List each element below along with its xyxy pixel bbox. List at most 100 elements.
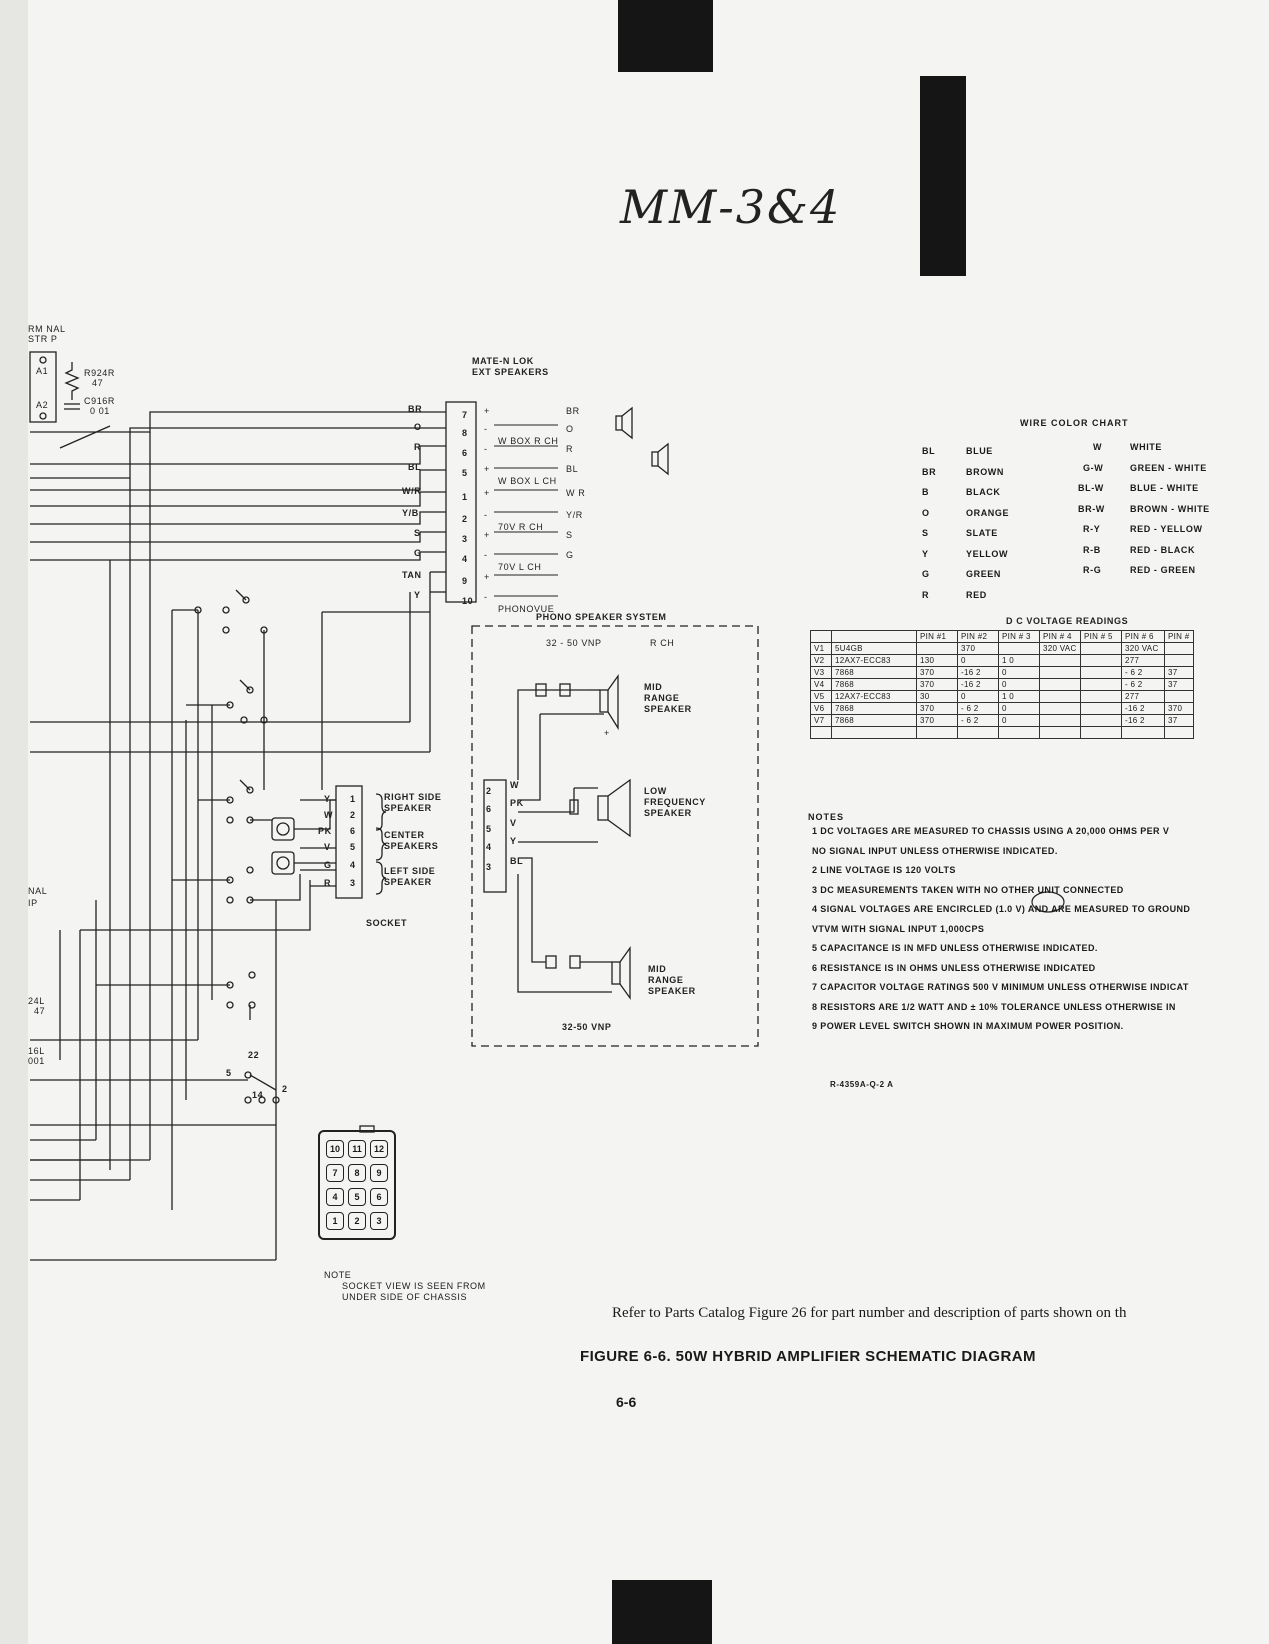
right-side-speaker-1: RIGHT SIDE: [384, 792, 442, 802]
mid-top-2: RANGE: [644, 693, 680, 703]
mid-top-1: MID: [644, 682, 663, 692]
ext-right-wire-label: G: [566, 550, 574, 560]
wire-color-name: SLATE: [966, 528, 998, 538]
note-item: 8 RESISTORS ARE 1/2 WATT AND ± 10% TOLER…: [812, 1001, 1176, 1012]
ext-channel-label: W BOX R CH: [498, 436, 559, 446]
c916r-label: C916R: [84, 396, 116, 406]
scan-edge-shadow: [0, 0, 28, 1644]
figure-title: FIGURE 6-6. 50W HYBRID AMPLIFIER SCHEMAT…: [580, 1348, 1036, 1365]
dc-voltage-cell: V6: [810, 702, 832, 715]
wire-color-code: R-Y: [1083, 524, 1101, 534]
dc-voltage-cell: V3: [810, 666, 832, 679]
dc-voltage-cell: - 6 2: [1121, 666, 1165, 679]
switch-label-14: 14: [252, 1090, 264, 1100]
ext-right-wire-label: BR: [566, 406, 580, 416]
dc-voltage-row: [810, 726, 1194, 739]
ext-pin-wire-label: W/R: [402, 486, 422, 496]
dc-voltage-cell: PIN # 6: [1121, 630, 1165, 643]
r24l-label: 24L: [28, 996, 45, 1006]
ext-pin-number: 4: [462, 554, 468, 564]
socket-pin-wire: V: [324, 842, 331, 852]
socket-view-pin: 12: [370, 1140, 388, 1158]
socket-view-pin: 2: [348, 1212, 366, 1230]
phono-vnp-top: 32 - 50 VNP: [546, 638, 602, 648]
wire-color-code: W: [1093, 442, 1103, 452]
ext-pin-wire-label: R: [414, 442, 422, 452]
ext-channel-label: PHONOVUE: [498, 604, 555, 614]
dc-voltage-cell: [1080, 654, 1122, 667]
dc-voltage-cell: [1080, 642, 1122, 655]
dc-voltage-cell: 1 0: [998, 690, 1040, 703]
wire-color-code: R-G: [1083, 565, 1102, 575]
dc-voltage-cell: [1039, 702, 1081, 715]
wire-color-code: Y: [922, 548, 929, 559]
dc-voltage-cell: 7868: [831, 678, 917, 691]
socket-pin-wire: W: [324, 810, 334, 820]
c16l-value: 001: [28, 1056, 45, 1066]
socket-pin-wire: Y: [324, 794, 331, 804]
phono-connector-body: [483, 779, 507, 893]
phono-system-box: [471, 625, 759, 1047]
dc-voltage-cell: [1039, 690, 1081, 703]
wire-color-code: BL: [922, 446, 936, 456]
ext-pin-wire-label: BL: [408, 462, 422, 472]
dc-voltage-cell: -16 2: [957, 666, 999, 679]
terminal-a2-dot: [39, 412, 47, 420]
dc-voltage-cell: 7868: [831, 714, 917, 727]
dc-voltage-cell: 370: [1164, 702, 1194, 715]
scan-tab-mark: [920, 76, 966, 276]
c916r-value: 0 01: [90, 406, 110, 416]
dc-voltage-cell: [1164, 654, 1194, 667]
wire-color-name: RED: [966, 589, 987, 600]
socket-note-title: NOTE: [324, 1270, 352, 1280]
dc-voltage-cell: [957, 726, 999, 739]
mid-top-3: SPEAKER: [644, 704, 692, 714]
dc-voltage-cell: -16 2: [1121, 714, 1165, 727]
dc-voltage-cell: V4: [810, 678, 832, 691]
switch-bank: [194, 589, 280, 1104]
dc-voltage-cell: 0: [998, 714, 1040, 727]
ext-polarity-sign: -: [484, 510, 488, 520]
dc-voltage-cell: PIN #: [1164, 630, 1194, 643]
ext-polarity-sign: +: [484, 572, 490, 582]
dc-voltage-cell: V7: [810, 714, 832, 727]
ext-channel-label: W BOX L CH: [498, 476, 557, 486]
dc-voltage-cell: [831, 726, 917, 739]
dc-voltage-cell: [1039, 654, 1081, 667]
left-side-speaker-1: LEFT SIDE: [384, 866, 436, 876]
resistor-r924r: [64, 362, 80, 400]
dc-voltage-cell: [1080, 702, 1122, 715]
terminal-a2-label: A2: [36, 400, 49, 410]
wire-color-code: BL-W: [1078, 483, 1104, 493]
dc-voltage-title: D C VOLTAGE READINGS: [1006, 616, 1129, 626]
dc-voltage-cell: [810, 726, 832, 739]
dc-voltage-cell: PIN #2: [957, 630, 999, 643]
socket-pin-wire: PK: [318, 826, 332, 836]
dc-voltage-cell: - 6 2: [1121, 678, 1165, 691]
ext-pin-wire-label: O: [414, 422, 422, 432]
ext-right-wire-label: BL: [566, 464, 579, 474]
left-side-speaker-2: SPEAKER: [384, 877, 432, 887]
wire-color-name: GREEN - WHITE: [1130, 462, 1207, 473]
ext-polarity-sign: -: [484, 444, 488, 454]
scan-tape-mark-bottom: [612, 1580, 712, 1644]
phono-pin-number: 6: [486, 804, 492, 814]
dc-voltage-cell: 30: [916, 690, 958, 703]
dc-voltage-cell: [810, 630, 832, 643]
dc-voltage-cell: - 6 2: [957, 702, 999, 715]
dc-voltage-cell: [1164, 726, 1194, 739]
note-item: NO SIGNAL INPUT UNLESS OTHERWISE INDICAT…: [812, 845, 1058, 856]
socket-body: [335, 785, 363, 899]
dc-voltage-cell: [1039, 726, 1081, 739]
phono-vnp-bottom: 32-50 VNP: [562, 1022, 612, 1032]
right-side-speaker-2: SPEAKER: [384, 803, 432, 813]
note-item: 1 DC VOLTAGES ARE MEASURED TO CHASSIS US…: [812, 826, 1170, 836]
ext-channel-label: 70V L CH: [498, 562, 542, 572]
center-speakers-1: CENTER: [384, 830, 425, 840]
notes-title: NOTES: [808, 812, 845, 822]
